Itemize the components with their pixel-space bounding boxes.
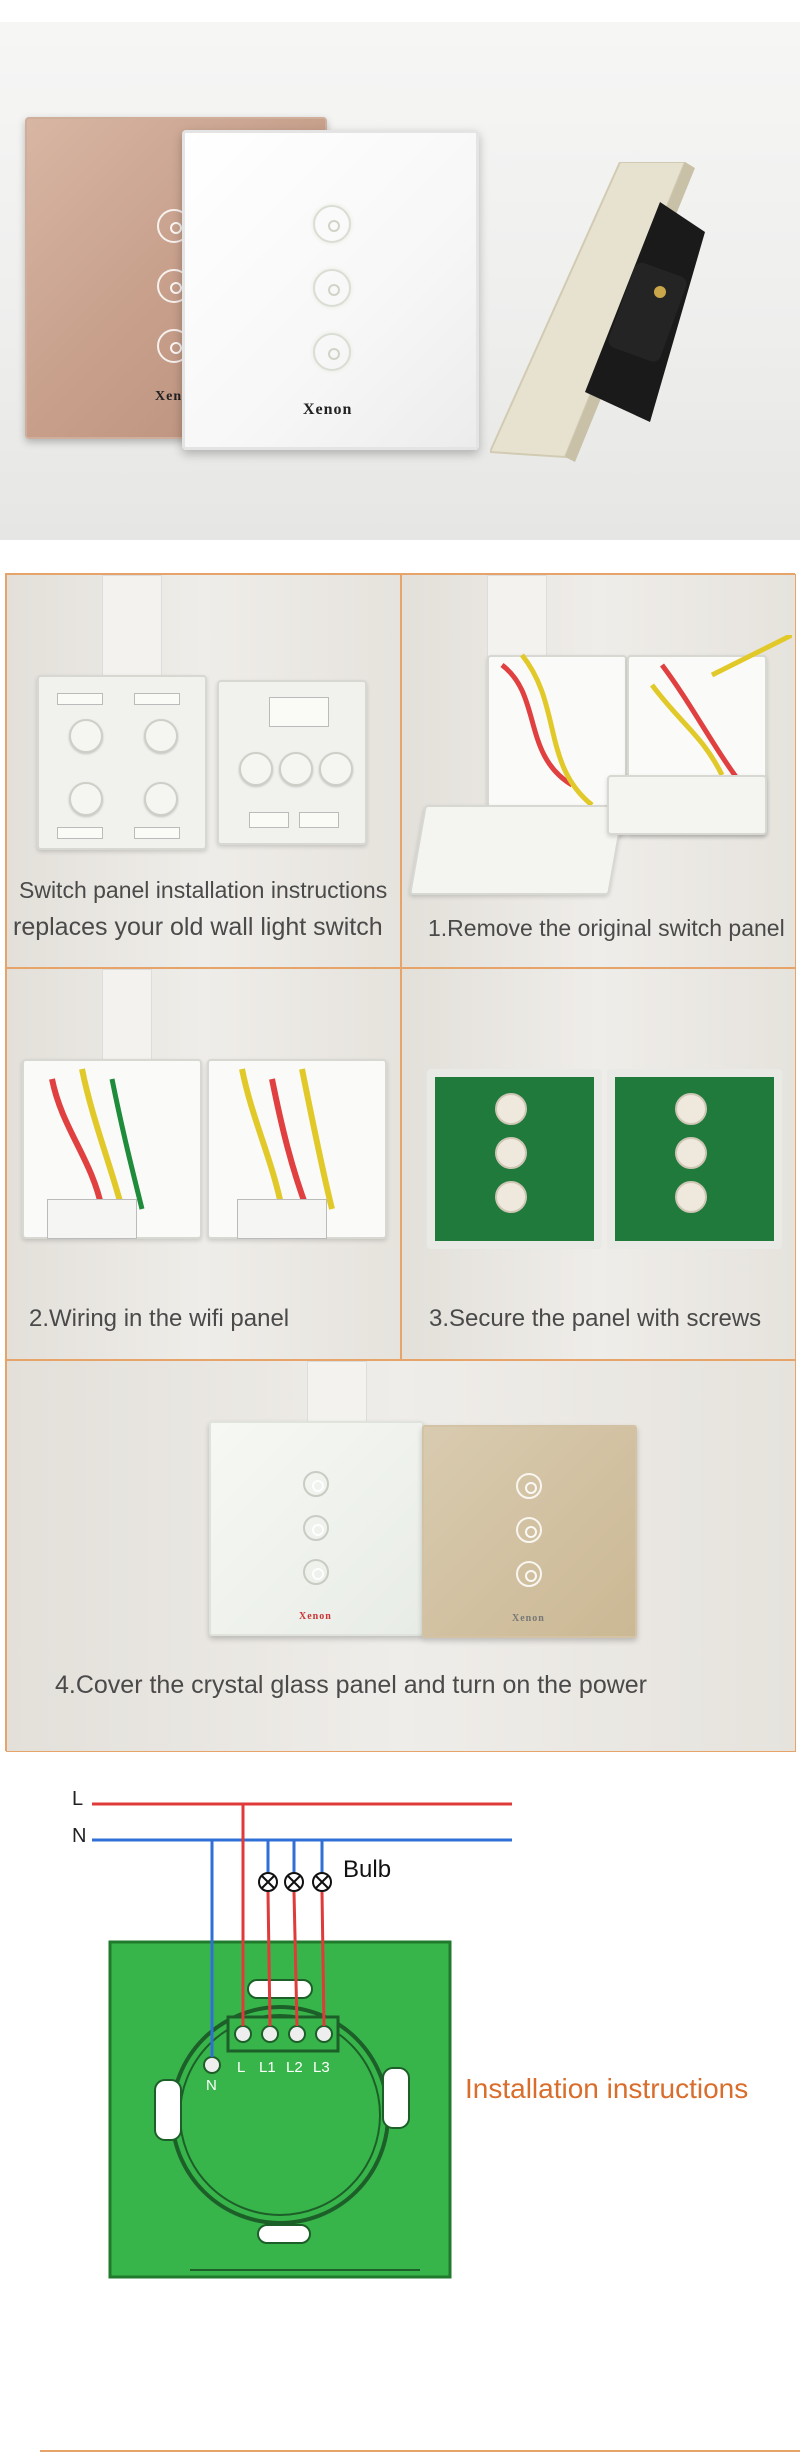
old-switch-panel [217, 680, 367, 845]
step-caption: Switch panel installation instructions [19, 877, 388, 903]
step-caption: 3.Secure the panel with screws [429, 1305, 762, 1332]
hero-product-image: Xenon Xenon [0, 22, 800, 540]
brand-logo: Xenon [512, 1613, 545, 1624]
white-switch-panel: Xenon [182, 130, 479, 450]
pcb-board [427, 1069, 602, 1249]
touch-button-icon [313, 205, 351, 243]
divider [40, 2450, 800, 2452]
step-4-photo: Xenon Xenon 4.Cover the crystal glass pa… [6, 1360, 796, 1752]
step-2-photo: 2.Wiring in the wifi panel [6, 968, 401, 1360]
bulb-icon [284, 1872, 304, 1892]
installation-instructions-title: Installation instructions [465, 2073, 749, 2104]
terminal-label: L1 [259, 2059, 276, 2076]
bulb-icon [312, 1872, 332, 1892]
touch-button-icon [313, 269, 351, 307]
neutral-line-label: N [72, 1825, 86, 1847]
bulb-label: Bulb [343, 1856, 391, 1883]
terminal-label: L2 [286, 2059, 303, 2076]
step-caption: 2.Wiring in the wifi panel [29, 1305, 290, 1332]
white-glass-panel: Xenon [209, 1421, 424, 1636]
terminal-block [226, 2015, 340, 2053]
step-1-photo: 1.Remove the original switch panel [401, 574, 796, 968]
old-switch-panel [37, 675, 207, 850]
step-caption: 1.Remove the original switch panel [428, 915, 785, 941]
live-line-label: L [72, 1788, 83, 1810]
switch-side-view-image [490, 162, 705, 462]
step-caption: 4.Cover the crystal glass panel and turn… [55, 1671, 648, 1699]
touch-button-icon [313, 333, 351, 371]
pcb-board [607, 1069, 782, 1249]
step-caption: replaces your old wall light switch [13, 913, 383, 941]
brand-logo: Xenon [299, 1611, 332, 1622]
brand-logo: Xenon [303, 401, 353, 418]
step-intro-photo: Switch panel installation instructions r… [6, 574, 401, 968]
removed-switch-panel [409, 805, 625, 895]
neutral-terminal [203, 2056, 221, 2074]
terminal-label: L [237, 2059, 245, 2076]
step-3-photo: 3.Secure the panel with screws [401, 968, 796, 1360]
installation-steps-grid: Switch panel installation instructions r… [5, 573, 796, 1752]
neutral-terminal-label: N [206, 2077, 217, 2094]
bulb-icon [258, 1872, 278, 1892]
wiring-diagram: L N Bulb L L1 L2 L3 N [72, 1788, 512, 2279]
terminal-label: L3 [313, 2059, 330, 2076]
gold-glass-panel: Xenon [422, 1425, 637, 1638]
